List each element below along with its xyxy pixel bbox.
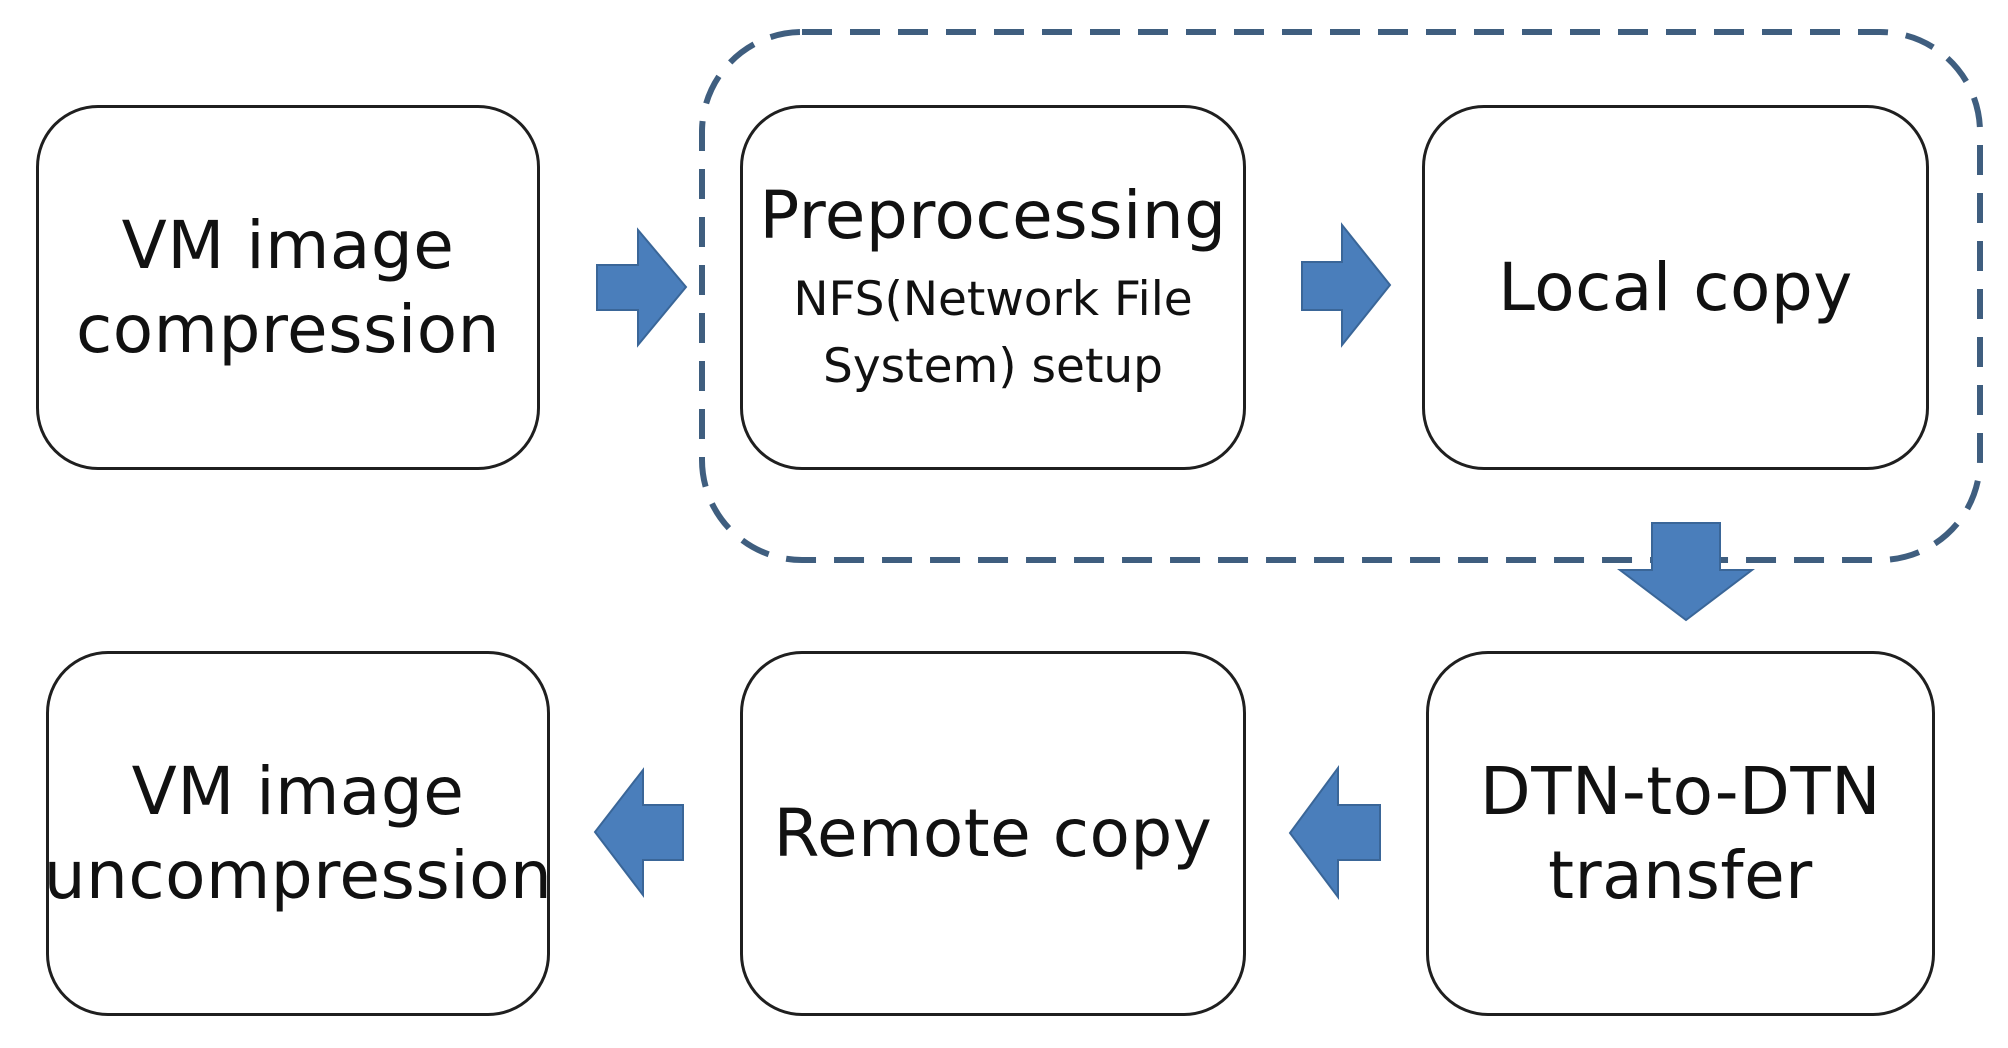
arrow-left-icon bbox=[1288, 764, 1381, 900]
arrow-right-icon bbox=[1301, 222, 1392, 348]
remote-copy-box: Remote copy bbox=[740, 651, 1246, 1016]
vm-image-compression-label: VM image compression bbox=[76, 207, 500, 368]
vm-image-uncompression-box: VM image uncompression bbox=[43, 651, 553, 1016]
local-copy-box: Local copy bbox=[1422, 105, 1929, 470]
vm-image-uncompression-label: VM image uncompression bbox=[43, 753, 553, 914]
nfs-setup-label: NFS(Network File System) setup bbox=[793, 272, 1193, 395]
dtn-to-dtn-transfer-label: DTN-to-DTN transfer bbox=[1479, 753, 1882, 914]
local-copy-label: Local copy bbox=[1498, 248, 1853, 326]
arrow-left-icon bbox=[593, 767, 684, 898]
remote-copy-label: Remote copy bbox=[773, 794, 1213, 872]
preprocessing-group-outline bbox=[699, 29, 1983, 563]
vm-image-compression-box: VM image compression bbox=[36, 105, 540, 470]
arrow-down-icon bbox=[1617, 522, 1755, 622]
dtn-to-dtn-transfer-box: DTN-to-DTN transfer bbox=[1426, 651, 1935, 1016]
preprocessing-box: Preprocessing NFS(Network File System) s… bbox=[740, 105, 1246, 470]
preprocessing-label: Preprocessing bbox=[759, 177, 1227, 255]
arrow-right-icon bbox=[596, 227, 688, 348]
